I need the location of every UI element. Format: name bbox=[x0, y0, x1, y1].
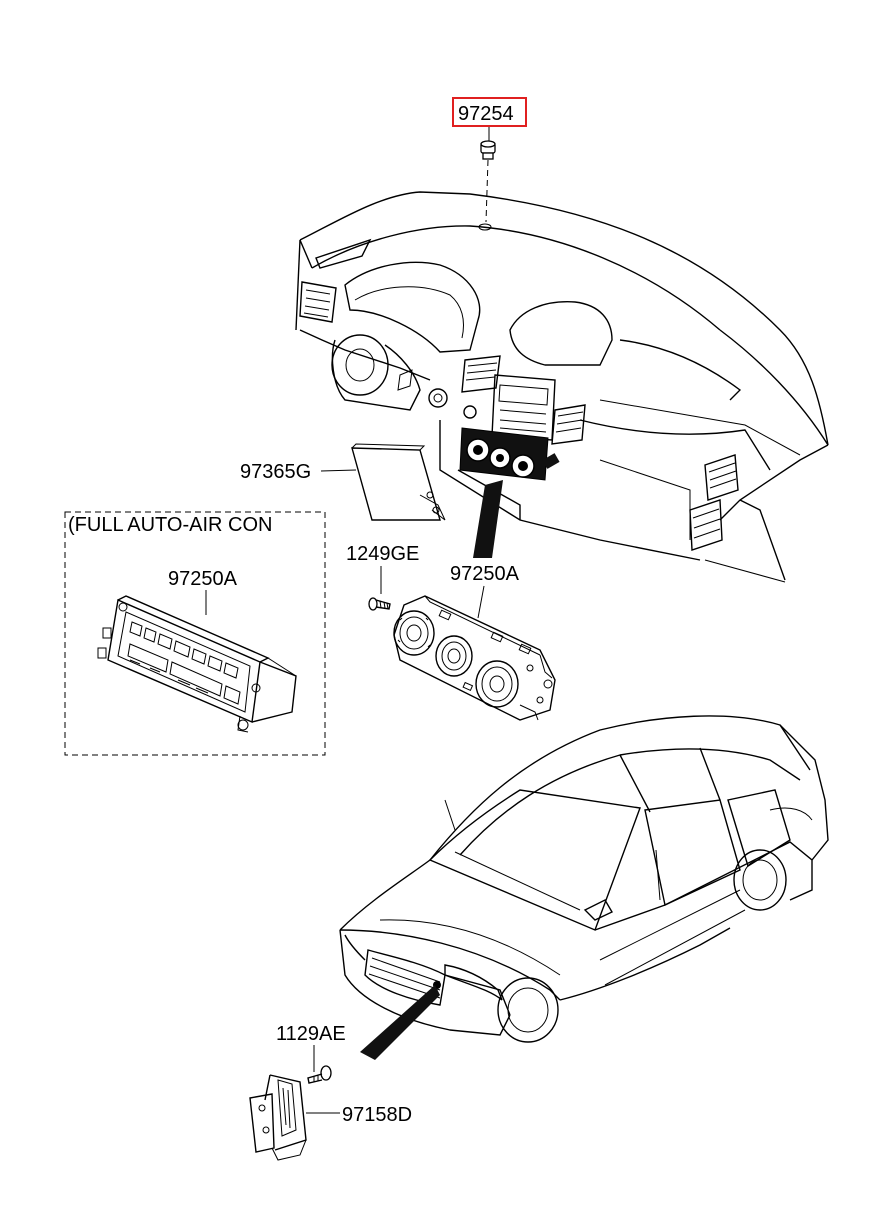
auto-controller bbox=[97, 595, 297, 733]
label-97250A-manual[interactable]: 97250A bbox=[450, 563, 520, 585]
car-illustration bbox=[339, 715, 829, 1043]
full-auto-box bbox=[64, 511, 326, 756]
label-97250A-auto[interactable]: 97250A bbox=[168, 568, 238, 590]
bolt-1129AE bbox=[307, 1065, 332, 1084]
label-1249GE[interactable]: 1249GE bbox=[346, 543, 419, 565]
highlight-box[interactable] bbox=[452, 97, 527, 127]
dashboard-illustration bbox=[295, 191, 829, 583]
label-97254[interactable]: 97254 bbox=[458, 103, 514, 125]
label-full-auto[interactable]: (FULL AUTO-AIR CON bbox=[68, 514, 272, 536]
knob-center bbox=[435, 635, 473, 677]
ambient-sensor bbox=[249, 1074, 307, 1161]
photo-sensor bbox=[480, 140, 496, 160]
screw-1249GE bbox=[368, 597, 391, 611]
manual-controller bbox=[393, 595, 556, 721]
cover-part bbox=[351, 443, 446, 521]
box-title-mask bbox=[68, 513, 308, 537]
label-97158D[interactable]: 97158D bbox=[342, 1104, 412, 1126]
pointer-dash bbox=[473, 480, 503, 558]
pointer-car bbox=[360, 985, 440, 1060]
knob-right bbox=[475, 660, 519, 708]
leader-97250A-manual bbox=[477, 585, 485, 619]
leader-97365G bbox=[320, 469, 357, 472]
label-1129AE[interactable]: 1129AE bbox=[276, 1023, 346, 1045]
knob-left bbox=[393, 610, 435, 656]
label-97365G[interactable]: 97365G bbox=[240, 461, 311, 483]
dashed-guide bbox=[485, 159, 489, 223]
